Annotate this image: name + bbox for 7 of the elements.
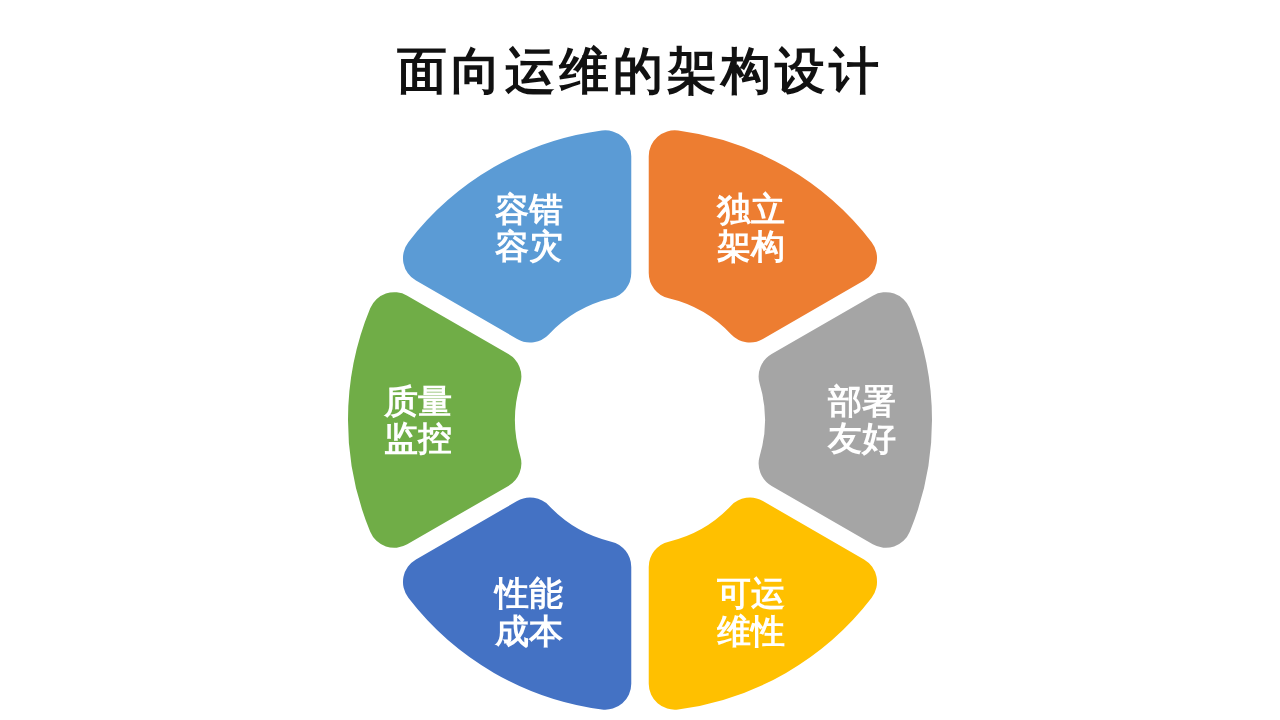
segment-label: 性能成本 xyxy=(495,574,563,650)
segment-label: 质量监控 xyxy=(384,382,452,458)
segment-label: 容错容灾 xyxy=(495,190,563,266)
segment-label: 独立架构 xyxy=(717,190,785,266)
segment-label: 可运维性 xyxy=(717,574,785,650)
diagram-title: 面向运维的架构设计 xyxy=(396,41,884,102)
segment-label: 部署友好 xyxy=(828,382,896,458)
